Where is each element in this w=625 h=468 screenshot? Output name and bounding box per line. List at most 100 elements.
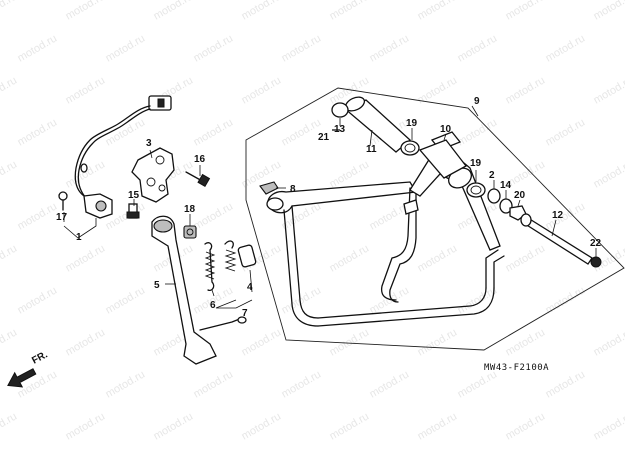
- bolt-15-head: [126, 211, 140, 219]
- bracket-hole-small: [158, 184, 166, 192]
- sidestand-switch-part: [58, 95, 172, 219]
- callout-7: 7: [242, 308, 248, 319]
- bolt-15-part: [126, 203, 140, 219]
- watermark-text: motod.ru: [416, 0, 460, 23]
- side-stand-leg: [151, 215, 217, 365]
- frame-left-leg: [291, 205, 319, 319]
- callout-18: 18: [184, 204, 196, 215]
- watermark-text: motod.ru: [152, 0, 196, 23]
- watermark-text: motod.ru: [0, 74, 19, 106]
- spring-4-hook: [224, 240, 234, 249]
- watermark-text: motod.ru: [592, 410, 625, 442]
- watermark-text: motod.ru: [504, 326, 548, 358]
- spring-4-coil: [224, 249, 237, 272]
- leader-11: [369, 129, 373, 147]
- leader-3: [149, 149, 153, 159]
- watermark-text: motod.ru: [592, 0, 625, 23]
- dust-seal-19-lower: [466, 182, 486, 198]
- leader-1: [63, 218, 97, 239]
- callout-1: 1: [76, 232, 82, 243]
- washer-2: [487, 188, 501, 204]
- assembly-boundary-box: [245, 87, 625, 351]
- frame-right-leg-outer: [493, 255, 505, 289]
- callout-15: 15: [128, 190, 140, 201]
- front-arrow-icon: [7, 368, 37, 388]
- side-stand-pivot: [153, 219, 173, 233]
- watermark-text: motod.ru: [592, 326, 625, 358]
- nut-18-part: [183, 225, 197, 239]
- watermark-text: motod.ru: [280, 32, 324, 64]
- callout-12: 12: [552, 210, 564, 221]
- callout-20: 20: [514, 190, 526, 201]
- watermark-text: motod.ru: [16, 116, 60, 148]
- watermark-text: motod.ru: [456, 32, 500, 64]
- watermark-text: motod.ru: [192, 368, 236, 400]
- watermark-text: motod.ru: [64, 158, 108, 190]
- watermark-text: motod.ru: [544, 368, 588, 400]
- watermark-text: motod.ru: [192, 116, 236, 148]
- leader-9: [471, 105, 479, 117]
- watermark-text: motod.ru: [504, 242, 548, 274]
- spring-6-part: [204, 242, 216, 292]
- watermark-text: motod.ru: [328, 242, 372, 274]
- watermark-text: motod.ru: [456, 116, 500, 148]
- frame-bottom-tube-outer: [317, 287, 495, 327]
- watermark-text: motod.ru: [456, 368, 500, 400]
- watermark-text: motod.ru: [192, 32, 236, 64]
- callout-4: 4: [247, 282, 253, 293]
- watermark-text: motod.ru: [416, 326, 460, 358]
- watermark-text: motod.ru: [192, 200, 236, 232]
- watermark-text: motod.ru: [368, 32, 412, 64]
- frame-tube-end: [266, 197, 284, 211]
- bolt-16-head: [197, 173, 211, 188]
- watermark-text: motod.ru: [592, 158, 625, 190]
- watermark-text: motod.ru: [64, 326, 108, 358]
- watermark-text: motod.ru: [240, 0, 284, 23]
- frame-mid-strut-outer: [389, 189, 417, 303]
- switch-plunger: [95, 200, 107, 212]
- watermark-text: motod.ru: [328, 410, 372, 442]
- watermark-text: motod.ru: [368, 368, 412, 400]
- watermark-text: motod.ru: [104, 284, 148, 316]
- front-label: FR.: [30, 349, 50, 366]
- nut-18-body: [183, 225, 197, 239]
- watermark-text: motod.ru: [280, 284, 324, 316]
- callout-21: 21: [318, 132, 330, 143]
- frame-left-leg-outer: [283, 209, 319, 327]
- wire-clip: [80, 163, 88, 173]
- watermark-text: motod.ru: [104, 32, 148, 64]
- watermark-text: motod.ru: [64, 74, 108, 106]
- watermark-text: motod.ru: [416, 242, 460, 274]
- callout-6: 6: [210, 300, 216, 311]
- watermark-text: motod.ru: [240, 410, 284, 442]
- watermark-text: motod.ru: [0, 242, 19, 274]
- frame-mid-strut: [380, 187, 411, 301]
- dust-seal-19-upper: [400, 140, 420, 156]
- leader-4: [249, 269, 253, 293]
- callout-19-lower: 19: [470, 158, 482, 169]
- watermark-text: motod.ru: [544, 116, 588, 148]
- watermark-text: motod.ru: [104, 368, 148, 400]
- watermark-text: motod.ru: [0, 410, 19, 442]
- callout-5: 5: [154, 280, 160, 291]
- diagram-code: MW43-F2100A: [484, 363, 549, 373]
- dust-seal-19-upper-bore: [404, 143, 416, 153]
- watermark-text: motod.ru: [544, 32, 588, 64]
- leader-12: [551, 219, 557, 237]
- pivot-pipe-part: [331, 96, 420, 156]
- switch-wire: [74, 105, 151, 197]
- watermark-text: motod.ru: [504, 74, 548, 106]
- side-stand-tab: [199, 317, 243, 331]
- watermark-text: motod.ru: [16, 200, 60, 232]
- leader-lines: [63, 105, 597, 309]
- bracket-hole-lower: [146, 177, 156, 187]
- leader-6: [211, 289, 215, 297]
- connector-latch: [157, 98, 165, 108]
- leader-20: [517, 199, 521, 207]
- frame-bracket-tab: [403, 199, 419, 215]
- bolt-16-part: [185, 171, 211, 188]
- arrow-shape: [7, 368, 37, 388]
- spring-6-coil: [204, 251, 216, 280]
